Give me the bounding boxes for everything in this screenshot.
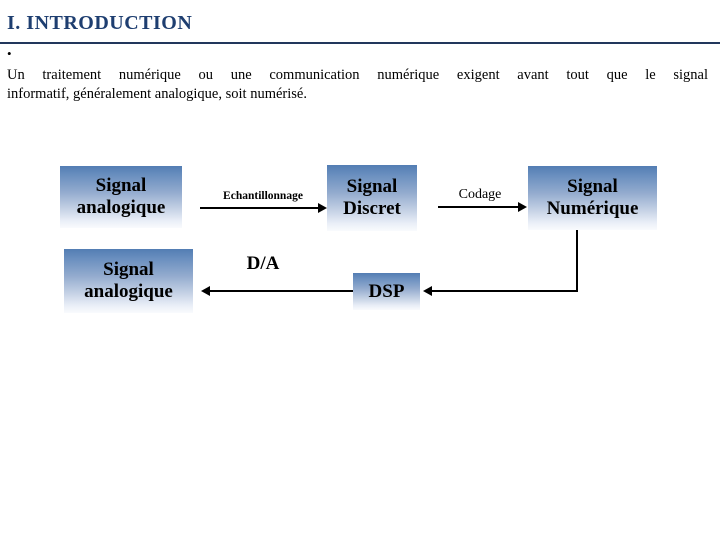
codage-arrowhead-icon (518, 202, 527, 212)
title-divider-line (0, 42, 720, 44)
da-arrowhead-icon (201, 286, 210, 296)
echantillonnage-arrowhead-icon (318, 203, 327, 213)
box-signal-analogique-bottom: Signal analogique (64, 249, 193, 313)
slide-title: I. INTRODUCTION (7, 12, 193, 34)
bullet-point: • (7, 46, 12, 61)
numerique-to-dsp-horizontal-line (432, 290, 578, 292)
arrow-label-da: D/A (246, 253, 280, 274)
codage-arrow-line (438, 206, 519, 208)
arrow-label-echantillonnage: Echantillonnage (223, 190, 303, 202)
intro-paragraph-line2: informatif, généralement analogique, soi… (7, 86, 307, 102)
intro-paragraph-line1: Un traitement numérique ou une communica… (7, 67, 708, 83)
da-arrow-line (210, 290, 353, 292)
echantillonnage-arrow-line (200, 207, 319, 209)
numerique-to-dsp-vertical-line (576, 230, 578, 291)
box-signal-numerique: Signal Numérique (528, 166, 657, 230)
box-signal-analogique-top: Signal analogique (60, 166, 182, 228)
box-dsp: DSP (353, 273, 420, 310)
intro-paragraph: Un traitement numérique ou une communica… (7, 66, 708, 104)
dsp-arrowhead-icon (423, 286, 432, 296)
arrow-label-codage: Codage (458, 187, 502, 202)
box-signal-discret: Signal Discret (327, 165, 417, 231)
